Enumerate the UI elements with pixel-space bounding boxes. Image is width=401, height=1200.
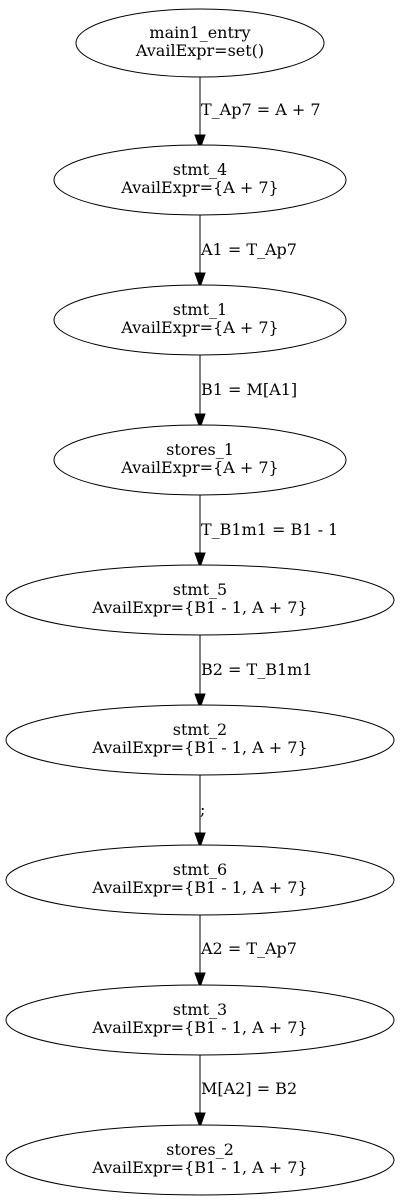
edge-arrowhead	[194, 832, 206, 849]
edge-stores-1-to-stmt-5: T_B1m1 = B1 - 1	[194, 492, 338, 569]
graph-edges: T_Ap7 = A + 7 A1 = T_Ap7 B1 = M[A1] T_B1…	[194, 67, 338, 1129]
node-shape	[53, 144, 347, 216]
node-shape	[5, 984, 395, 1056]
node-expr: AvailExpr={A + 7}	[120, 318, 278, 337]
node-stmt-3: stmt_3 AvailExpr={B1 - 1, A + 7}	[5, 984, 395, 1056]
node-stmt-6: stmt_6 AvailExpr={B1 - 1, A + 7}	[5, 844, 395, 916]
node-stores-2: stores_2 AvailExpr={B1 - 1, A + 7}	[5, 1124, 395, 1196]
edge-label: T_B1m1 = B1 - 1	[201, 520, 338, 539]
node-stmt-2: stmt_2 AvailExpr={B1 - 1, A + 7}	[5, 704, 395, 776]
edge-label: T_Ap7 = A + 7	[201, 100, 321, 119]
node-expr: AvailExpr={B1 - 1, A + 7}	[91, 878, 307, 897]
graph-nodes: main1_entry AvailExpr=set() stmt_4 Avail…	[5, 8, 395, 1196]
node-shape	[5, 704, 395, 776]
node-name: stores_2	[166, 1140, 234, 1159]
node-expr: AvailExpr={B1 - 1, A + 7}	[91, 738, 307, 757]
edge-main1-entry-to-stmt-4: T_Ap7 = A + 7	[194, 67, 321, 151]
edge-arrowhead	[194, 134, 206, 151]
edge-label: A1 = T_Ap7	[200, 240, 297, 259]
edge-label: M[A2] = B2	[201, 1079, 297, 1098]
edge-arrowhead	[194, 693, 206, 710]
node-stmt-1: stmt_1 AvailExpr={A + 7}	[53, 284, 347, 356]
node-stmt-5: stmt_5 AvailExpr={B1 - 1, A + 7}	[5, 564, 395, 636]
node-shape	[53, 424, 347, 496]
node-name: stmt_2	[173, 720, 227, 739]
edge-label: A2 = T_Ap7	[200, 939, 297, 958]
node-expr: AvailExpr={B1 - 1, A + 7}	[91, 598, 307, 617]
node-shape	[5, 564, 395, 636]
node-stores-1: stores_1 AvailExpr={A + 7}	[53, 424, 347, 496]
node-name: stmt_5	[173, 580, 227, 599]
node-name: stmt_6	[173, 860, 227, 879]
edge-label: B1 = M[A1]	[201, 380, 297, 399]
node-shape	[5, 844, 395, 916]
node-expr: AvailExpr={A + 7}	[120, 178, 278, 197]
node-name: stmt_4	[173, 160, 227, 179]
edge-stmt-2-to-stmt-6: ;	[194, 773, 206, 849]
node-name: main1_entry	[149, 23, 250, 42]
node-shape	[5, 1124, 395, 1196]
node-name: stmt_1	[173, 300, 227, 319]
edge-stmt-5-to-stmt-2: B2 = T_B1m1	[194, 631, 312, 710]
edge-stmt-3-to-stores-2: M[A2] = B2	[194, 1051, 297, 1129]
node-main1-entry: main1_entry AvailExpr=set()	[75, 8, 325, 78]
node-name: stores_1	[166, 440, 234, 459]
node-expr: AvailExpr={B1 - 1, A + 7}	[91, 1018, 307, 1037]
edge-arrowhead	[194, 272, 206, 289]
edge-label: B2 = T_B1m1	[201, 660, 312, 679]
edge-stmt-6-to-stmt-3: A2 = T_Ap7	[194, 911, 297, 989]
edge-arrowhead	[194, 972, 206, 989]
edge-arrowhead	[194, 413, 206, 430]
node-name: stmt_3	[173, 1000, 227, 1019]
node-expr: AvailExpr=set()	[135, 41, 264, 60]
node-expr: AvailExpr={A + 7}	[120, 458, 278, 477]
edge-stmt-1-to-stores-1: B1 = M[A1]	[194, 351, 297, 430]
node-expr: AvailExpr={B1 - 1, A + 7}	[91, 1158, 307, 1177]
node-stmt-4: stmt_4 AvailExpr={A + 7}	[53, 144, 347, 216]
node-shape	[53, 284, 347, 356]
edge-arrowhead	[194, 1112, 206, 1129]
edge-label: ;	[200, 800, 205, 819]
node-shape	[75, 8, 325, 78]
edge-arrowhead	[194, 552, 206, 569]
edge-stmt-4-to-stmt-1: A1 = T_Ap7	[194, 207, 297, 289]
